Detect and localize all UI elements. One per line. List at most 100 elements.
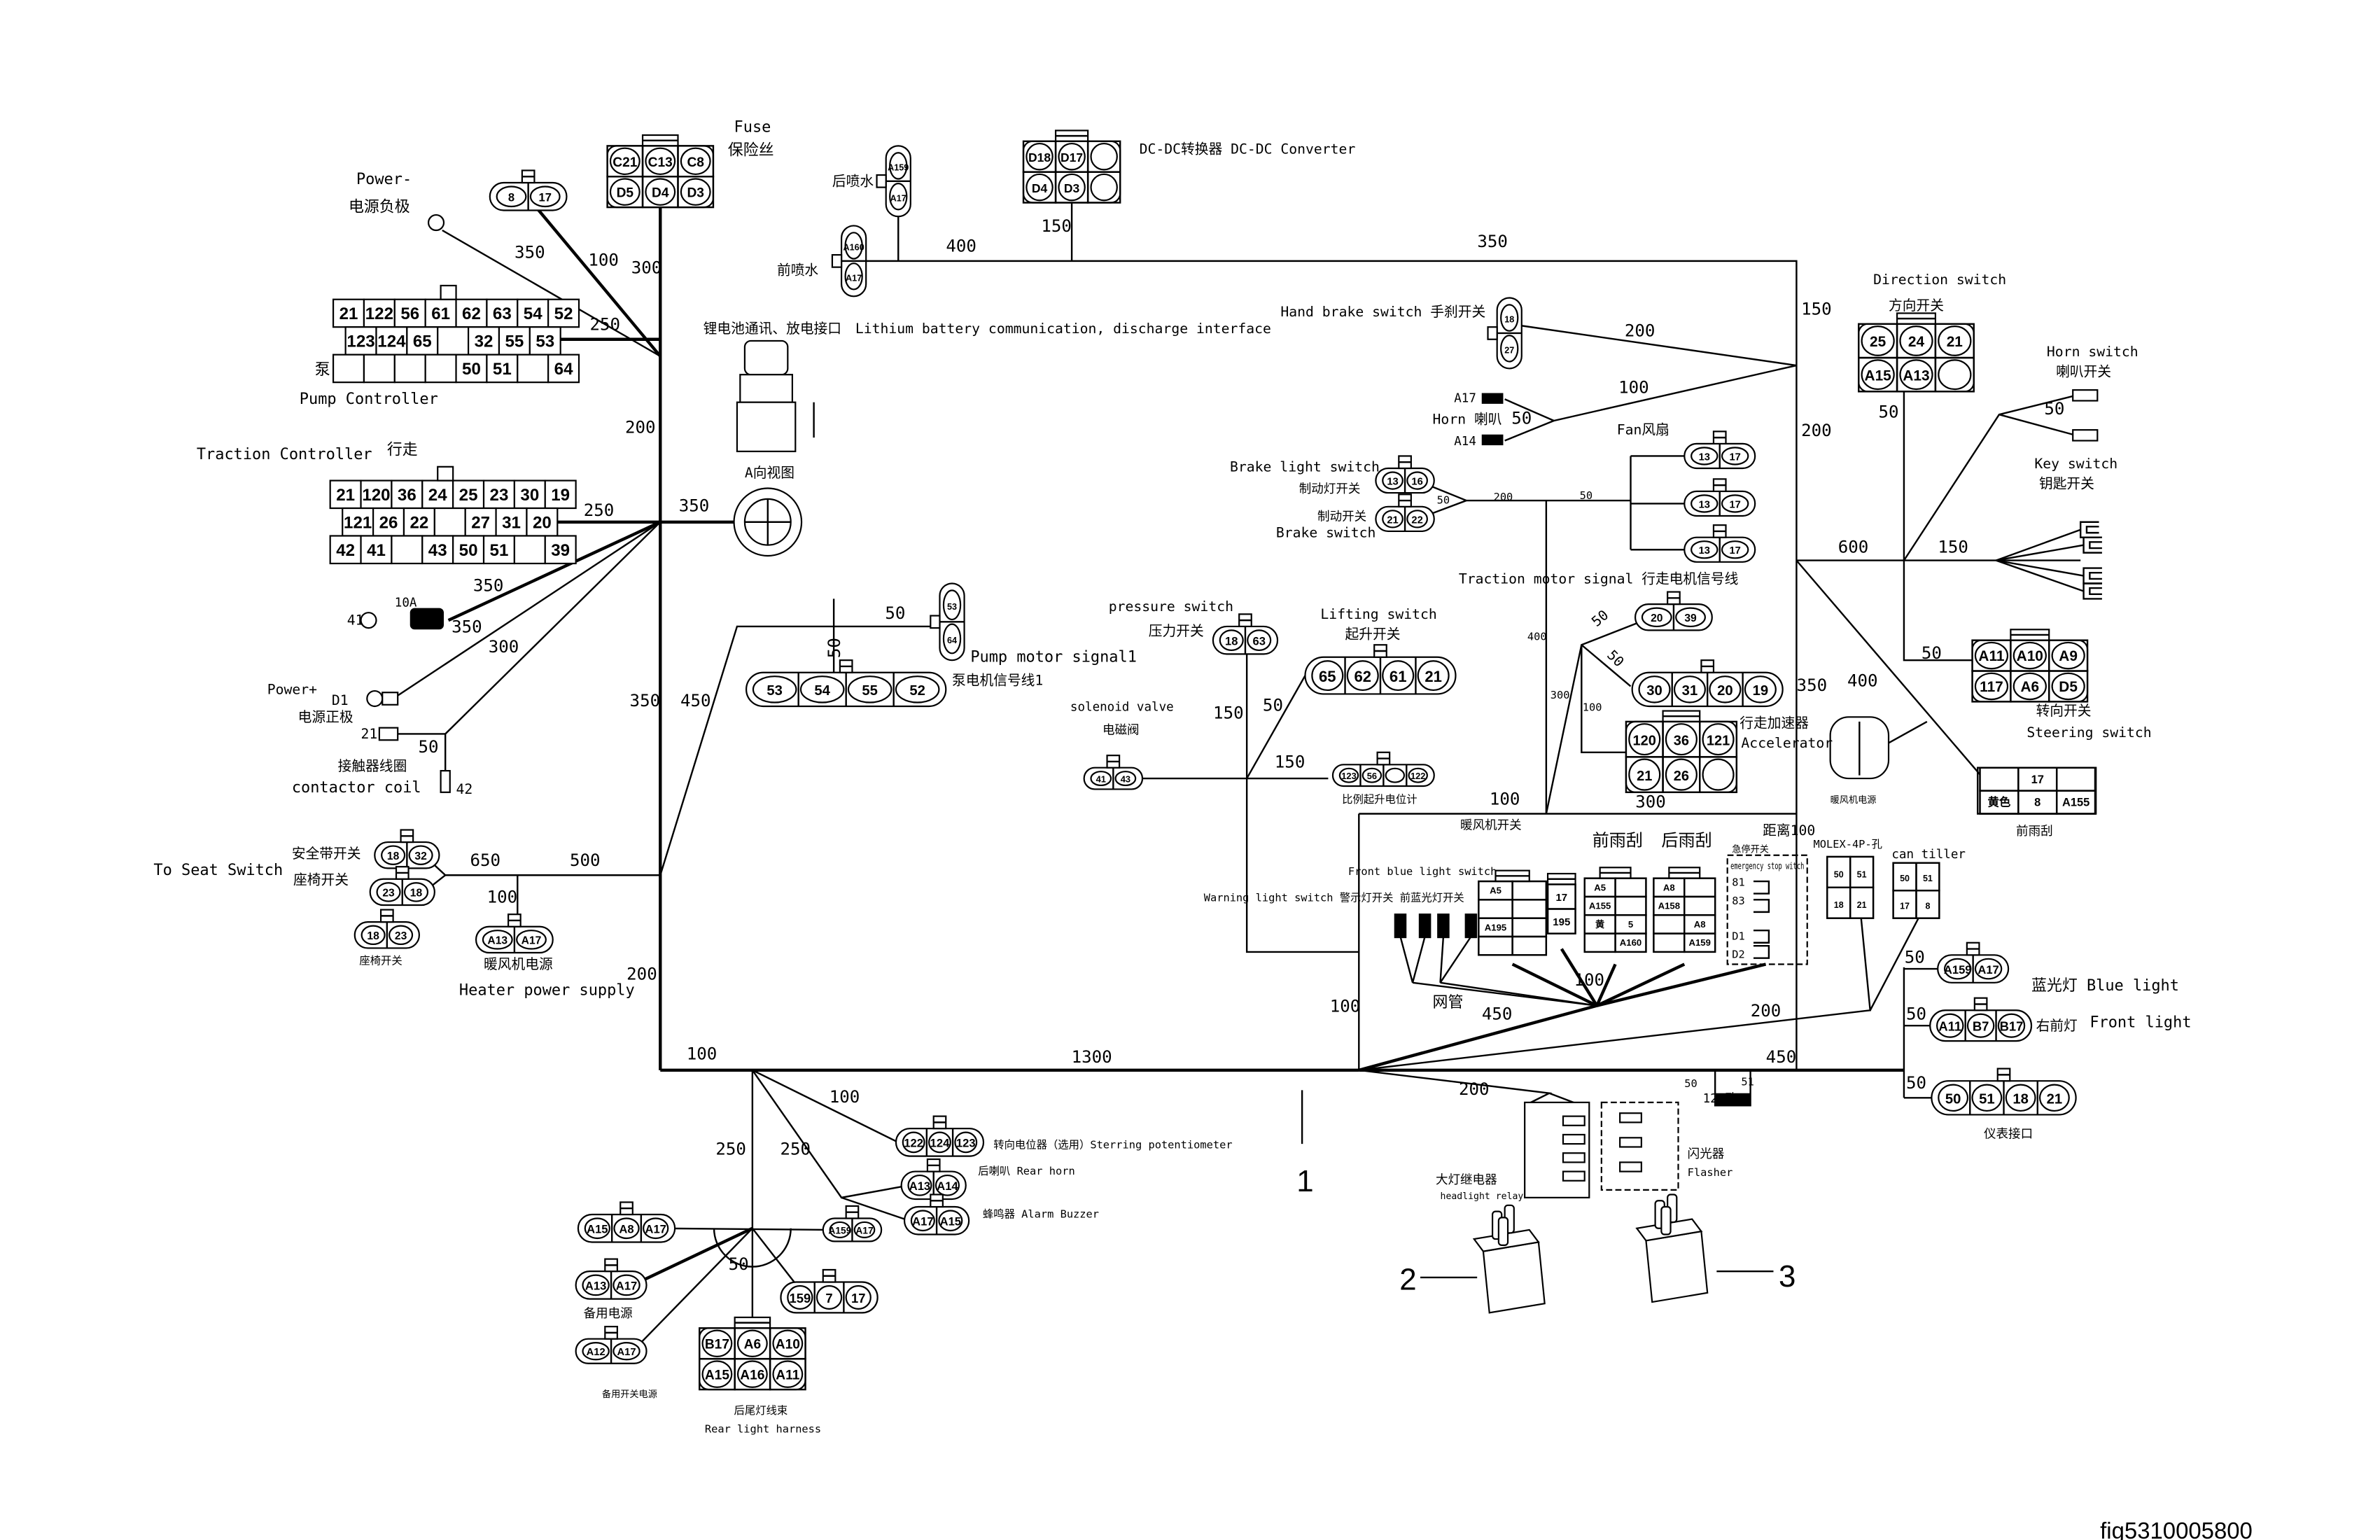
pin-number: 18 [410,888,423,899]
pin-number: 27 [471,514,490,533]
pin-number: A15 [1865,368,1891,384]
pin-number: D18 [1028,150,1051,164]
pin-number: A17 [855,1225,874,1236]
wire-length-label: 100 [1490,789,1520,808]
pin-number: 20 [1717,683,1733,699]
resistor-icon [1715,1093,1751,1106]
pin [1247,629,1272,652]
front-wiper-cn-label: 前雨刮 [2016,825,2053,839]
pin [1628,758,1661,791]
wire [1504,419,1555,442]
can-label: can tiller [1891,848,1966,862]
pin-number: 27 [1504,345,1514,355]
pin-number: D4 [652,186,669,201]
accel-cn-label: 行走加速器 [1740,715,1809,732]
pin-number: 124 [930,1137,950,1150]
headlight-relay-box [1524,1101,1590,1198]
wire-length-label: 50 [1906,1073,1926,1093]
pin-number: 20 [1651,612,1663,624]
wire [1359,1069,1553,1107]
pin-number: 25 [459,486,478,505]
pin-number: 26 [1674,769,1689,784]
hand-brake-label: Hand brake switch 手刹开关 [1280,304,1485,320]
pin-number: 65 [1319,668,1336,685]
wire [1439,936,1472,983]
pin [613,1217,640,1240]
heater-sw-label: 暖风机开关 [1460,818,1522,832]
pin [844,262,863,290]
pin [954,1131,978,1154]
wire [631,1227,753,1352]
pump-en-label: Pump Controller [300,391,438,408]
wire-length-label: 100 [1618,378,1649,398]
wire-length-label: 200 [626,964,657,983]
pin-number: A11 [1938,1019,1961,1034]
solenoid-cn-label: 电磁阀 [1102,723,1140,737]
wire-length-label: 1300 [1072,1047,1112,1067]
horn-sw-en-label: Horn switch [2047,344,2138,360]
pin-number: 56 [1367,771,1377,781]
pin-cell [547,354,580,384]
pin [1702,723,1735,756]
pin [1974,958,2003,980]
dcdc-label: DC-DC转换器 DC-DC Converter [1140,141,1356,157]
figure-id: fig5310005800 [2100,1518,2253,1540]
wire-length-label: 100 [588,250,619,270]
switch-terminal-icon [1418,913,1432,939]
t41-label: 41 [347,612,364,629]
pin-number: 62 [462,304,481,323]
pin [1938,359,1972,391]
pressure-cn-label: 压力开关 [1149,623,1204,639]
pin-number: 65 [413,332,432,351]
pin-number: A158 [1658,901,1680,911]
pin [1675,607,1706,628]
dist-label: 距离100 [1763,822,1815,839]
pin-number: A9 [2059,648,2078,664]
pin-number: 63 [1252,634,1265,648]
t42-label: 42 [456,781,473,797]
wire [536,207,662,358]
pin-number: A12 [587,1347,606,1358]
molex-label: MOLEX-4P-孔 [1814,838,1882,850]
pin-number: 23 [395,930,407,942]
key-en-label: Key switch [2034,456,2118,472]
pin [1721,494,1749,513]
pin-cell [1614,932,1647,953]
pin-number: 43 [428,541,447,560]
pressure-en-label: pressure switch [1109,598,1233,615]
pin-number: 53 [536,332,554,351]
direction-cn-label: 方向开关 [1889,298,1944,314]
pin-number: 24 [1908,334,1925,350]
wire-length-label: 400 [1527,631,1547,643]
relay-pin [1660,1205,1672,1236]
pin-cell [1546,908,1576,934]
pin [1861,326,1895,356]
steering-en-label: Steering switch [2026,724,2151,741]
wire [862,260,1798,814]
pin [889,152,908,180]
pin-number: A13 [487,935,507,947]
pin-number: A160 [844,243,864,253]
fuse-en-label: Fuse [734,119,771,136]
pin-number: 195 [1553,916,1570,928]
estop-cn-label: 急停开关 [1732,843,1769,855]
pin-number: 121 [1707,734,1730,749]
wire-length-label: 200 [1494,491,1513,503]
wire-length-label: 400 [1847,671,1878,690]
pin-cell [363,354,396,384]
wire [392,521,661,700]
wire-length-label: 250 [780,1139,811,1158]
pin-cell [544,479,577,510]
wire-length-label: 300 [1635,792,1666,812]
horn-switch-terminal-icon [2072,389,2099,402]
pin [889,183,908,211]
pin [1090,173,1118,202]
